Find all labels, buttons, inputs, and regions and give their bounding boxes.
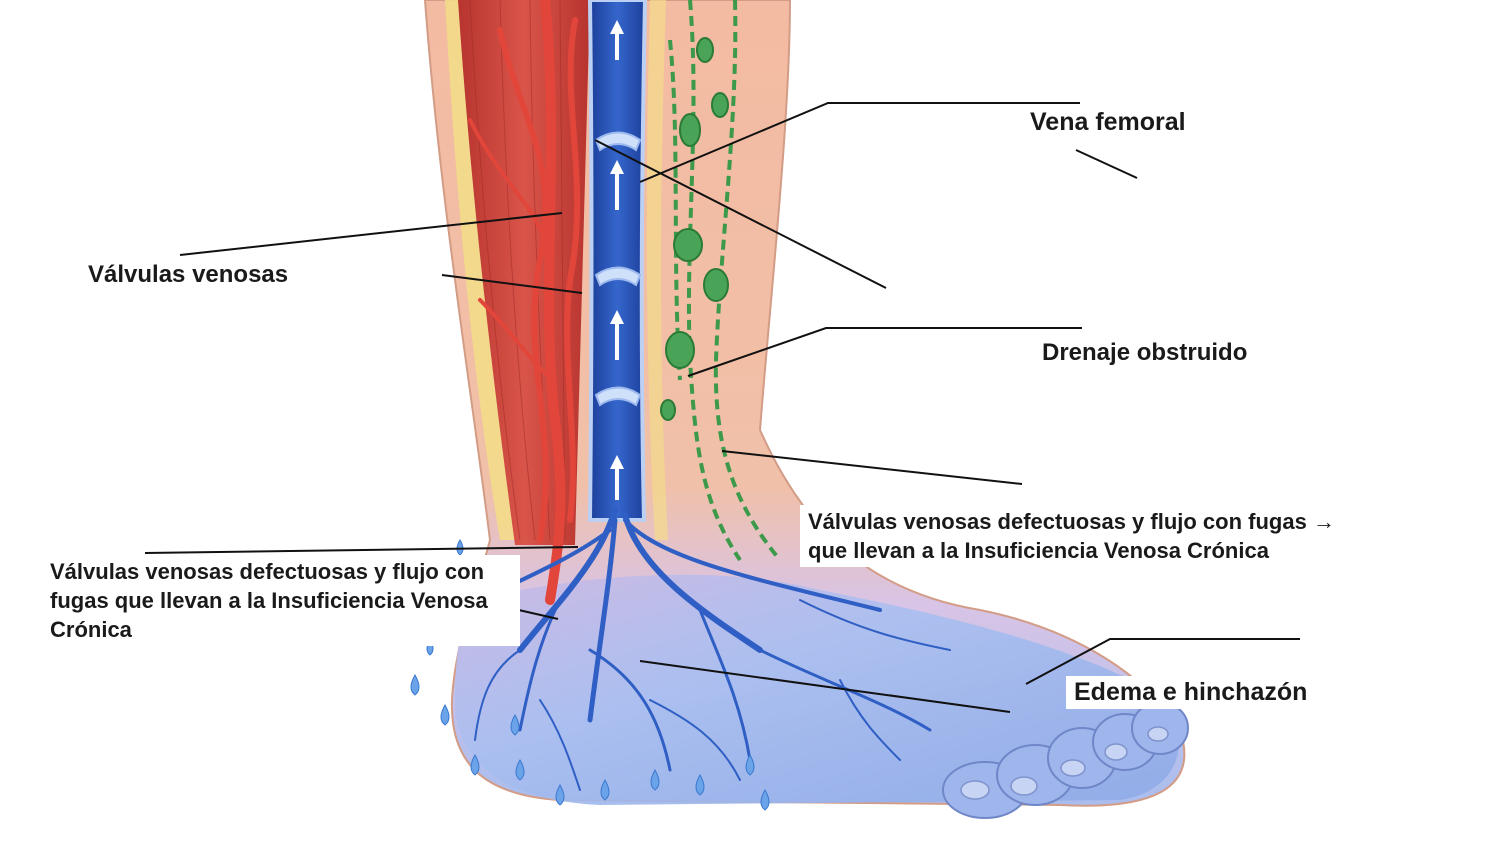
- leader-edema-2: [639, 660, 1011, 713]
- label-valvulas-defectuosas-right: Válvulas venosas defectuosas y flujo con…: [800, 505, 1356, 567]
- label-edema-hinchazon: Edema e hinchazón: [1066, 676, 1316, 709]
- arteries: [468, 0, 581, 605]
- valves: [594, 131, 642, 407]
- leader-vena-femoral: [639, 102, 1080, 183]
- fluid-droplets: [410, 539, 770, 811]
- leader-defectuosas-right: [721, 450, 1023, 485]
- label-valvulas-defectuosas-left: Válvulas venosas defectuosas y flujo con…: [42, 555, 520, 646]
- leader-valvulas-2: [441, 274, 583, 294]
- fat-layer: [445, 0, 515, 540]
- label-vena-femoral: Vena femoral: [1024, 106, 1192, 139]
- flow-arrows: [610, 20, 624, 500]
- leader-lines: [144, 102, 1300, 713]
- lymph-nodes: [660, 37, 729, 421]
- leader-vena-femoral-3: [1075, 149, 1138, 179]
- leader-defectuosas-left: [144, 546, 579, 554]
- label-drenaje-obstruido: Drenaje obstruido: [1036, 336, 1254, 369]
- leader-drenaje: [687, 327, 1082, 377]
- label-valvulas-venosas: Válvulas venosas: [82, 258, 295, 291]
- toenails: [960, 726, 1169, 800]
- swollen-foot: [455, 574, 1180, 805]
- femoral-vein: [587, 0, 648, 522]
- leader-vena-femoral-2: [594, 139, 887, 289]
- leader-valvulas-1: [179, 212, 563, 256]
- leader-edema: [1025, 638, 1300, 685]
